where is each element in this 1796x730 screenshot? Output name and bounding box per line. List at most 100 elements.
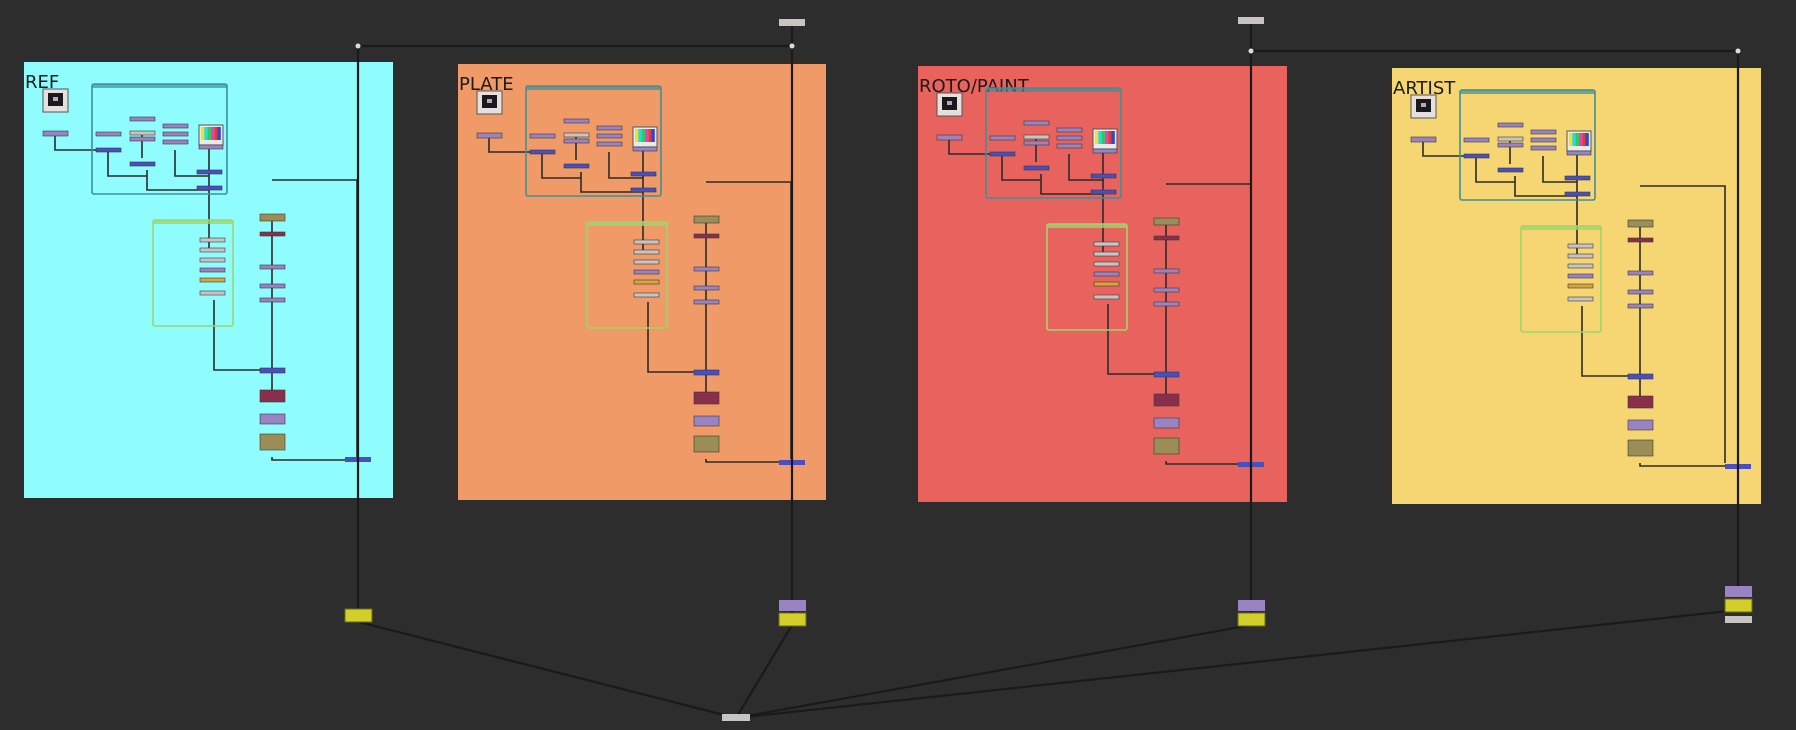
- node[interactable]: [563, 132, 590, 138]
- dot-icon[interactable]: [779, 19, 805, 26]
- node[interactable]: [1023, 134, 1050, 140]
- node[interactable]: [129, 161, 156, 167]
- node-read-out[interactable]: [1410, 136, 1437, 143]
- node[interactable]: [199, 267, 226, 273]
- node[interactable]: [1564, 175, 1591, 181]
- node[interactable]: [693, 215, 720, 224]
- dot-icon[interactable]: [1248, 48, 1254, 54]
- node[interactable]: [162, 131, 189, 137]
- node[interactable]: [199, 237, 226, 243]
- node[interactable]: [1497, 136, 1524, 142]
- node[interactable]: [1627, 289, 1654, 295]
- color-bars-icon[interactable]: [198, 124, 224, 146]
- node[interactable]: [199, 247, 226, 253]
- node[interactable]: [1153, 235, 1180, 241]
- node[interactable]: [1627, 439, 1654, 457]
- node[interactable]: [198, 144, 224, 150]
- dot-icon[interactable]: [1238, 17, 1264, 24]
- node[interactable]: [1463, 153, 1490, 159]
- node[interactable]: [693, 299, 720, 305]
- node[interactable]: [1153, 437, 1180, 455]
- color-bars-icon[interactable]: [632, 126, 658, 148]
- node[interactable]: [1497, 122, 1524, 128]
- node[interactable]: [989, 151, 1016, 157]
- node[interactable]: [693, 435, 720, 453]
- node-read-out[interactable]: [42, 130, 69, 137]
- node[interactable]: [1530, 129, 1557, 135]
- node[interactable]: [1497, 167, 1524, 173]
- node[interactable]: [1627, 373, 1654, 380]
- node[interactable]: [693, 369, 720, 376]
- node[interactable]: [596, 141, 623, 147]
- node-tree-artist[interactable]: [1410, 89, 1751, 469]
- node[interactable]: [129, 116, 156, 122]
- node-tree-ref[interactable]: [42, 83, 371, 462]
- node[interactable]: [693, 285, 720, 291]
- node[interactable]: [633, 259, 660, 265]
- dot-icon[interactable]: [355, 43, 361, 49]
- node[interactable]: [1093, 261, 1120, 267]
- node[interactable]: [1023, 140, 1050, 146]
- node[interactable]: [596, 133, 623, 139]
- node[interactable]: [1627, 219, 1654, 228]
- dot-icon[interactable]: [789, 43, 795, 49]
- node[interactable]: [693, 415, 720, 427]
- node[interactable]: [1153, 417, 1180, 429]
- node[interactable]: [1023, 165, 1050, 171]
- node[interactable]: [1566, 150, 1592, 156]
- node[interactable]: [259, 433, 286, 451]
- node[interactable]: [259, 231, 286, 237]
- output-node-plate[interactable]: [778, 600, 807, 627]
- node[interactable]: [1627, 303, 1654, 309]
- node[interactable]: [596, 125, 623, 131]
- read-node-icon[interactable]: [42, 88, 69, 113]
- node[interactable]: [630, 171, 657, 177]
- node[interactable]: [1497, 142, 1524, 148]
- node[interactable]: [529, 133, 556, 139]
- read-node-icon[interactable]: [476, 90, 503, 115]
- read-node-pixel[interactable]: [947, 101, 952, 105]
- node[interactable]: [1567, 296, 1594, 302]
- node[interactable]: [95, 131, 122, 137]
- node[interactable]: [632, 146, 658, 152]
- read-node-icon[interactable]: [1410, 94, 1437, 119]
- node[interactable]: [1153, 371, 1180, 378]
- node[interactable]: [1090, 173, 1117, 179]
- node[interactable]: [1627, 270, 1654, 276]
- final-output-dot[interactable]: [722, 714, 750, 721]
- output-node-artist[interactable]: [1724, 586, 1753, 623]
- node[interactable]: [1564, 191, 1591, 197]
- node[interactable]: [1093, 271, 1120, 277]
- read-node-pixel[interactable]: [1421, 103, 1426, 107]
- node[interactable]: [1153, 301, 1180, 307]
- node[interactable]: [1463, 137, 1490, 143]
- node[interactable]: [1567, 273, 1594, 279]
- node[interactable]: [1023, 120, 1050, 126]
- node-tree-roto[interactable]: [936, 87, 1264, 467]
- node[interactable]: [129, 130, 156, 136]
- node[interactable]: [1056, 143, 1083, 149]
- node[interactable]: [162, 139, 189, 145]
- node[interactable]: [1530, 137, 1557, 143]
- node[interactable]: [633, 269, 660, 275]
- node[interactable]: [199, 290, 226, 296]
- node[interactable]: [693, 266, 720, 272]
- color-bars-icon[interactable]: [1092, 128, 1118, 150]
- node-tree-plate[interactable]: [476, 85, 805, 465]
- node[interactable]: [1153, 393, 1180, 407]
- node[interactable]: [633, 279, 660, 285]
- node[interactable]: [199, 277, 226, 283]
- dot-icon[interactable]: [1735, 48, 1741, 54]
- node[interactable]: [630, 187, 657, 193]
- node[interactable]: [1567, 283, 1594, 289]
- color-bars-icon[interactable]: [1566, 130, 1592, 152]
- node[interactable]: [162, 123, 189, 129]
- node[interactable]: [563, 163, 590, 169]
- node[interactable]: [1093, 241, 1120, 247]
- node[interactable]: [1093, 281, 1120, 287]
- node[interactable]: [1153, 268, 1180, 274]
- node[interactable]: [1093, 251, 1120, 257]
- node[interactable]: [563, 138, 590, 144]
- node[interactable]: [633, 249, 660, 255]
